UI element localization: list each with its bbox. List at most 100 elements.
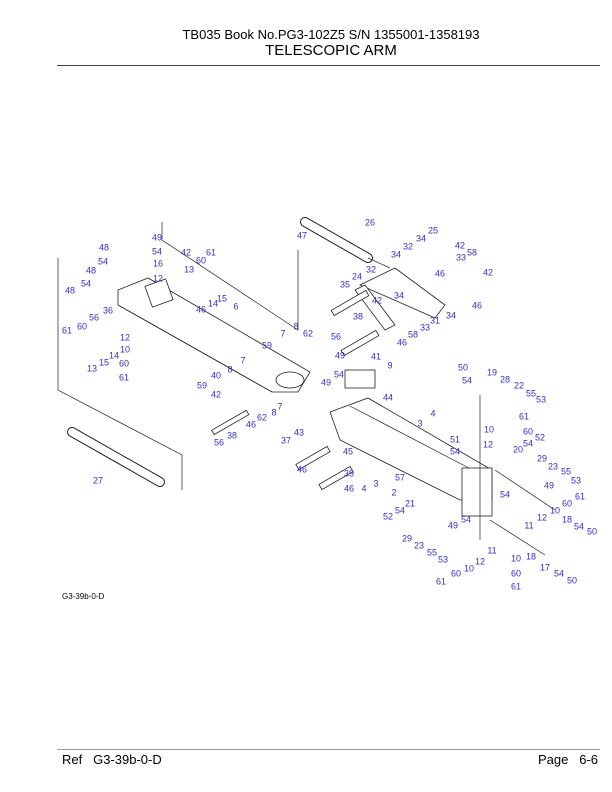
callout-24: 24 [352, 271, 362, 281]
callout-12: 12 [483, 439, 493, 449]
callout-9: 9 [387, 360, 392, 370]
callout-10: 10 [120, 344, 130, 354]
inner-arm-head [461, 467, 493, 517]
callout-13: 13 [184, 264, 194, 274]
callout-58: 58 [467, 247, 477, 257]
callout-11: 11 [487, 545, 496, 555]
callout-12: 12 [475, 556, 485, 566]
pin-38 [211, 409, 250, 436]
callout-23: 23 [414, 540, 424, 550]
callout-60: 60 [451, 568, 461, 578]
callout-38: 38 [227, 430, 237, 440]
callout-58: 58 [408, 329, 418, 339]
guide-line [161, 222, 299, 331]
callout-51: 51 [450, 434, 460, 444]
callout-10: 10 [484, 424, 494, 434]
callout-49: 49 [152, 232, 162, 242]
callout-14: 14 [208, 298, 218, 308]
callout-52: 52 [535, 432, 545, 442]
callout-28: 28 [500, 374, 510, 384]
callout-4: 4 [430, 408, 435, 418]
callout-60: 60 [511, 568, 521, 578]
callout-60: 60 [77, 321, 87, 331]
callout-4: 4 [361, 483, 366, 493]
callout-48: 48 [65, 285, 75, 295]
callout-22: 22 [514, 380, 524, 390]
callout-50: 50 [567, 575, 577, 585]
callout-48: 48 [86, 265, 96, 275]
callout-46: 46 [196, 304, 206, 314]
callout-40: 40 [211, 370, 221, 380]
callout-21: 21 [405, 498, 415, 508]
callout-54: 54 [334, 369, 344, 379]
callout-61: 61 [119, 372, 129, 382]
callout-29: 29 [537, 453, 547, 463]
callout-56: 56 [89, 312, 99, 322]
pin-39 [318, 465, 354, 491]
footer-page: Page 6-6 [538, 752, 598, 767]
callout-49: 49 [335, 350, 345, 360]
outer-arm-edge [117, 304, 273, 393]
callout-54: 54 [461, 514, 471, 524]
callout-12: 12 [153, 273, 163, 283]
callout-54: 54 [500, 489, 510, 499]
callout-42: 42 [181, 247, 191, 257]
callout-15: 15 [217, 293, 227, 303]
callout-13: 13 [87, 363, 97, 373]
callout-60: 60 [119, 358, 129, 368]
callout-26: 26 [365, 217, 375, 227]
callout-61: 61 [436, 576, 446, 586]
callout-43: 43 [294, 427, 304, 437]
pin-37 [295, 445, 331, 471]
callout-46: 46 [397, 337, 407, 347]
callout-11: 11 [524, 520, 533, 530]
callout-62: 62 [257, 412, 267, 422]
callout-3: 3 [373, 478, 378, 488]
callout-55: 55 [427, 547, 437, 557]
callout-34: 34 [446, 310, 456, 320]
footer-divider [57, 749, 600, 750]
callout-7: 7 [240, 355, 245, 365]
header-book-info: TB035 Book No.PG3-102Z5 S/N 1355001-1358… [182, 27, 480, 42]
callout-8: 8 [293, 321, 298, 331]
callout-38: 38 [353, 311, 363, 321]
callout-46: 46 [472, 300, 482, 310]
footer-ref: Ref G3-39b-0-D [62, 752, 162, 767]
callout-54: 54 [152, 246, 162, 256]
callout-25: 25 [428, 225, 438, 235]
link-31 [359, 267, 446, 319]
guide-line [57, 258, 183, 490]
callout-33: 33 [456, 252, 466, 262]
callout-50: 50 [587, 526, 597, 536]
callout-53: 53 [571, 475, 581, 485]
callout-8: 8 [271, 407, 276, 417]
callout-42: 42 [455, 240, 465, 250]
arm-bracket [144, 278, 174, 308]
pin-41 [340, 329, 380, 357]
callout-48: 48 [99, 242, 109, 252]
callout-39: 39 [344, 468, 354, 478]
callout-50: 50 [458, 362, 468, 372]
callout-17: 17 [540, 562, 550, 572]
page-label: Page [537, 752, 569, 767]
callout-61: 61 [62, 325, 72, 335]
callout-16: 16 [153, 258, 163, 268]
inner-arm-edge [349, 405, 489, 479]
callout-18: 18 [562, 514, 572, 524]
callout-42: 42 [483, 267, 493, 277]
callout-56: 56 [331, 331, 341, 341]
callout-37: 37 [281, 435, 291, 445]
callout-60: 60 [562, 498, 572, 508]
page-title: TELESCOPIC ARM [265, 42, 397, 59]
header-divider [57, 65, 600, 66]
callout-54: 54 [523, 438, 533, 448]
callout-53: 53 [438, 554, 448, 564]
callout-10: 10 [550, 505, 560, 515]
callout-34: 34 [391, 249, 401, 259]
callout-29: 29 [402, 533, 412, 543]
callout-32: 32 [366, 264, 376, 274]
callout-19: 19 [487, 367, 497, 377]
arm-end-boss [275, 371, 305, 389]
callout-46: 46 [246, 419, 256, 429]
